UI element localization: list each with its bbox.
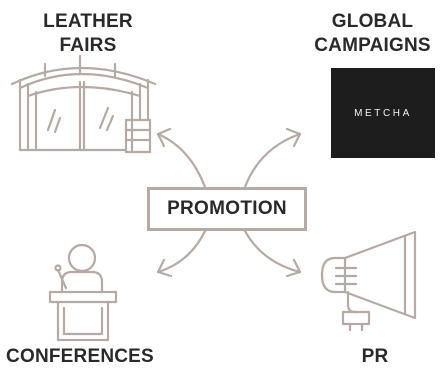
metcha-logo-text: METCHA [354,107,412,119]
exhibition-booth-icon [10,54,157,154]
megaphone-icon [320,230,417,332]
global-campaigns-label-line1: GLOBAL [331,11,414,32]
arrow-to-pr [243,229,302,274]
global-campaigns-label: GLOBAL CAMPAIGNS [300,10,445,58]
leather-fairs-label-line2: FAIRS [59,35,117,56]
promotion-box: PROMOTION [147,187,307,231]
arrow-to-conferences [156,229,207,274]
global-campaigns-label-line2: CAMPAIGNS [314,35,431,56]
leather-fairs-label-line1: LEATHER [43,11,133,32]
arrow-to-global-campaigns [243,132,302,189]
speaker-podium-icon [48,243,118,342]
arrow-to-global-campaigns-head [285,127,302,148]
arrow-to-leather-fairs [156,132,207,189]
arrow-to-pr-head [285,258,302,278]
promotion-label: PROMOTION [167,198,287,219]
arrow-to-leather-fairs-head [156,127,172,148]
leather-fairs-label: LEATHER FAIRS [20,10,156,58]
pr-label: PR [361,346,389,367]
arrow-to-conferences-head [156,258,173,278]
metcha-logo: METCHA [331,68,435,158]
conferences-label: CONFERENCES [6,346,154,367]
